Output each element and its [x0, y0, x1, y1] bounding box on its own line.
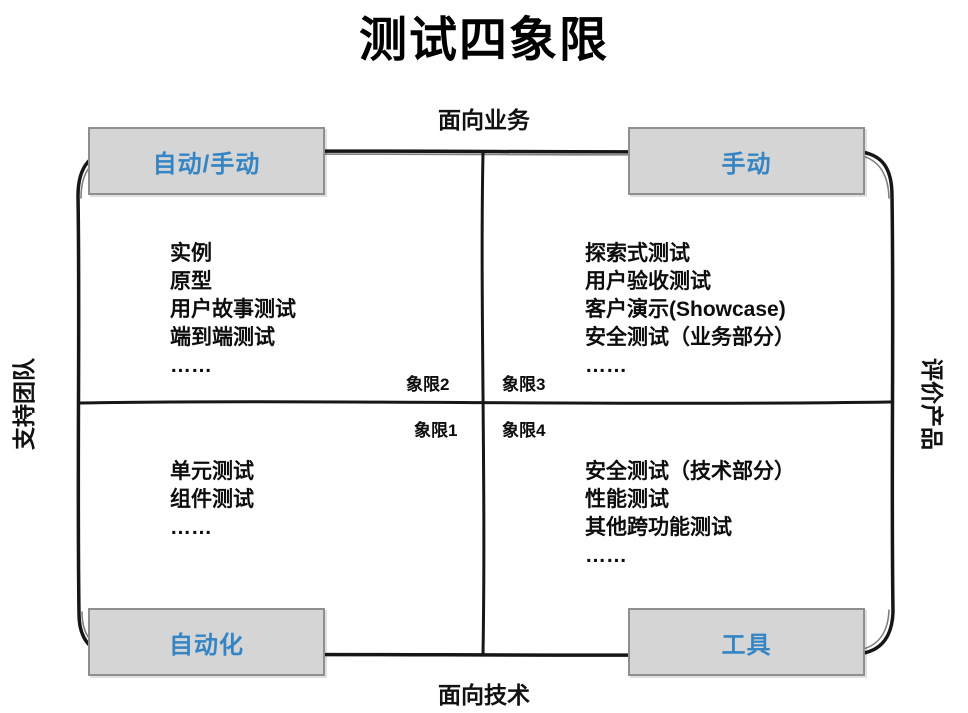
quadrant-4-item-list: 安全测试（技术部分） 性能测试 其他跨功能测试 ……	[585, 458, 795, 570]
corner-box-bottom-right-label: 工具	[721, 631, 772, 659]
axis-label-technology-facing: 面向技术	[438, 682, 530, 708]
list-item: 性能测试	[585, 488, 669, 511]
list-item: 其他跨功能测试	[585, 516, 732, 539]
quadrant-1-label: 象限1	[414, 421, 458, 440]
corner-box-bottom-right: 工具	[628, 608, 865, 676]
list-item: 安全测试（业务部分）	[585, 326, 795, 349]
list-item: ……	[585, 354, 627, 377]
quadrant-2-item-list: 实例 原型 用户故事测试 端到端测试 ……	[170, 240, 296, 380]
list-item: 端到端测试	[170, 326, 275, 349]
list-item: 客户演示(Showcase)	[585, 298, 786, 321]
quadrant-3-label: 象限3	[502, 375, 546, 394]
corner-box-bottom-left: 自动化	[88, 608, 325, 676]
list-item: 单元测试	[170, 460, 254, 483]
quadrant-4-label: 象限4	[502, 421, 546, 440]
list-item: 探索式测试	[585, 242, 690, 265]
list-item: 用户验收测试	[585, 270, 711, 293]
corner-box-top-left: 自动/手动	[88, 127, 325, 195]
quadrant-2-label: 象限2	[406, 375, 450, 394]
corner-box-top-right: 手动	[628, 127, 865, 195]
list-item: 原型	[170, 270, 212, 293]
list-item: 安全测试（技术部分）	[585, 460, 795, 483]
vertical-axis-line	[480, 151, 486, 656]
list-item: 实例	[170, 242, 212, 265]
list-item: 组件测试	[170, 488, 254, 511]
axis-label-critique-product: 评价产品	[919, 358, 945, 450]
corner-box-top-left-label: 自动/手动	[152, 150, 261, 178]
list-item: 用户故事测试	[170, 298, 296, 321]
list-item: ……	[170, 516, 212, 539]
horizontal-axis-line	[78, 400, 893, 405]
quadrant-3-item-list: 探索式测试 用户验收测试 客户演示(Showcase) 安全测试（业务部分） ……	[585, 240, 795, 380]
corner-box-top-right-label: 手动	[721, 150, 772, 178]
quadrant-1-item-list: 单元测试 组件测试 ……	[170, 458, 254, 542]
axis-label-business-facing: 面向业务	[438, 107, 530, 133]
page-title: 测试四象限	[358, 14, 609, 67]
axis-label-support-team: 支持团队	[11, 358, 37, 450]
corner-box-bottom-left-label: 自动化	[169, 631, 244, 659]
list-item: ……	[585, 544, 627, 567]
list-item: ……	[170, 354, 212, 377]
